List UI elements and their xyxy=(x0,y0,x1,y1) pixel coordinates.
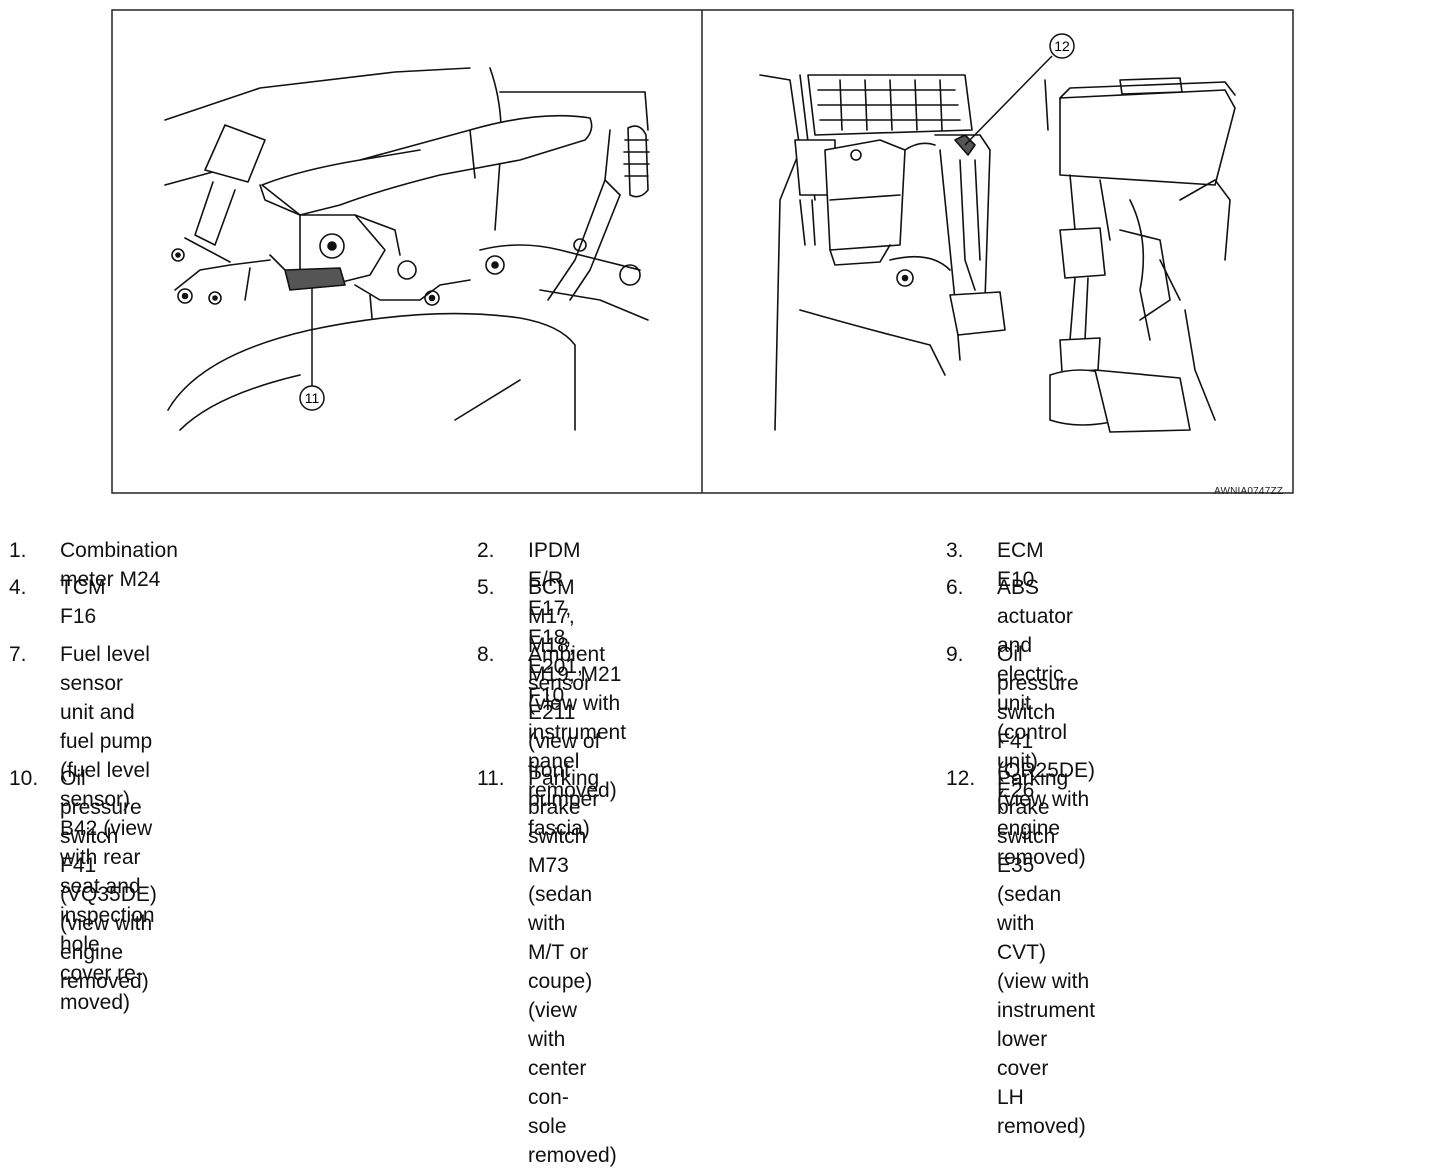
legend-item-text: Oil pressure switch F41 (VQ35DE) (view w… xyxy=(60,767,157,993)
legend-item-number: 2. xyxy=(477,539,495,562)
callout-11-circle xyxy=(299,385,325,411)
legend-item-text: ECM E10 xyxy=(997,539,1044,591)
legend-item-number: 6. xyxy=(946,576,964,599)
legend-item-text: ABS actuator and electric unit (control … xyxy=(997,576,1073,802)
legend-item-text: Parking brake switch M73 (sedan with M/T… xyxy=(528,767,617,1167)
legend-item-number: 12. xyxy=(946,767,976,790)
callout-12-leader xyxy=(964,55,1053,146)
left-panel-illustration xyxy=(164,67,650,431)
legend-item-number: 10. xyxy=(9,767,39,790)
legend-item-number: 5. xyxy=(477,576,495,599)
legend-item-number: 3. xyxy=(946,539,964,562)
legend-item-text: Parking brake switch E35 (sedan with CVT… xyxy=(997,767,1096,1138)
callout-12-label: 12 xyxy=(1054,38,1070,54)
legend-item-number: 4. xyxy=(9,576,27,599)
legend-item-number: 7. xyxy=(9,643,27,666)
callout-11: 11 xyxy=(299,288,325,411)
legend-item-text: Ambient sensor E211 (view of front bumpe… xyxy=(528,643,606,840)
legend-item-number: 9. xyxy=(946,643,964,666)
legend-item-text: Combination meter M24 xyxy=(60,539,178,591)
legend-item-text: IPDM E/R E17, E18, E201, F10 xyxy=(528,539,583,707)
figure-reference-code: AWNIA0747ZZ xyxy=(1214,486,1284,497)
legend-item-number: 11. xyxy=(477,767,505,790)
legend: 1. Combination meter M24 2. IPDM E/R E17… xyxy=(0,536,1440,1167)
legend-item-text: TCM F16 xyxy=(60,576,106,628)
diagram-figure: 11 xyxy=(0,0,1440,510)
right-panel-illustration xyxy=(759,74,1236,433)
diagram-drawing: 11 xyxy=(111,9,1294,494)
callout-12-circle xyxy=(1049,33,1075,59)
callout-12: 12 xyxy=(964,33,1075,146)
legend-item-text: BCM M17, M18, M19, M21 (view with instru… xyxy=(528,576,627,802)
legend-item-number: 1. xyxy=(9,539,27,562)
legend-item-number: 8. xyxy=(477,643,495,666)
callout-11-label: 11 xyxy=(305,390,320,406)
